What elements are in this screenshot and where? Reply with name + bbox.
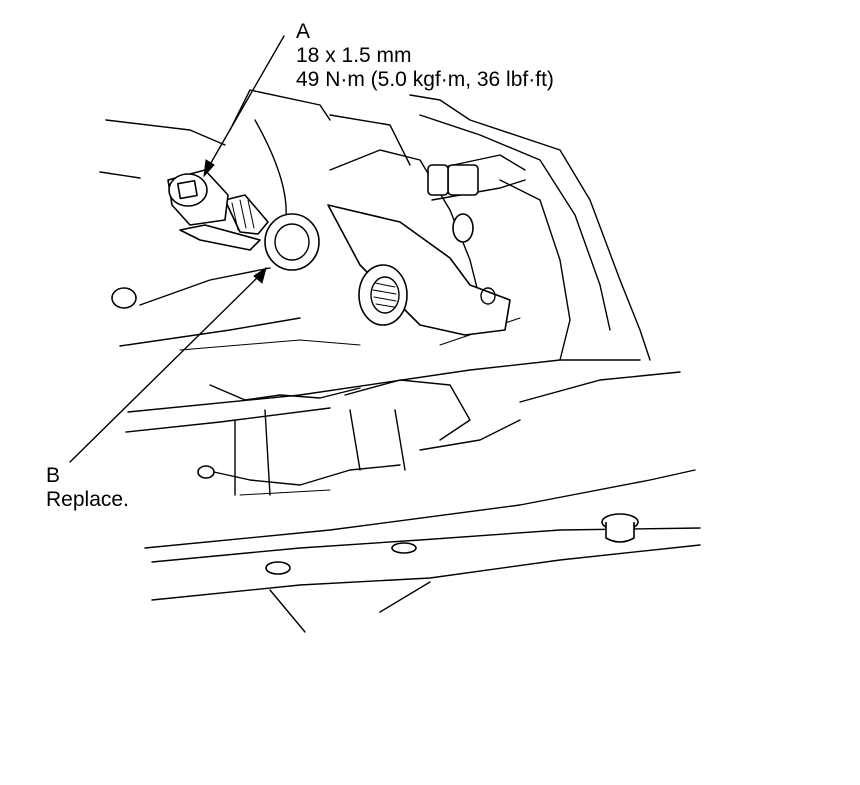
callout-a-size: 18 x 1.5 mm xyxy=(296,44,412,67)
callout-b-note: Replace. xyxy=(46,488,129,511)
callout-b-letter: B xyxy=(46,464,61,487)
bolt-a xyxy=(167,169,269,251)
cooler-line xyxy=(427,154,526,243)
callout-a-letter: A xyxy=(296,20,311,43)
callout-b: B Replace. xyxy=(46,464,129,512)
callout-a-torque: 49 N·m (5.0 kgf·m, 36 lbf·ft) xyxy=(296,68,554,91)
mounting-bracket xyxy=(327,204,511,336)
sealing-washer-b xyxy=(264,213,320,271)
threaded-port xyxy=(358,264,408,326)
housing-pins xyxy=(111,287,639,575)
leader-line-a xyxy=(203,35,285,178)
leader-line-b xyxy=(69,266,267,463)
callout-a: A 18 x 1.5 mm 49 N·m (5.0 kgf·m, 36 lbf·… xyxy=(296,20,554,92)
